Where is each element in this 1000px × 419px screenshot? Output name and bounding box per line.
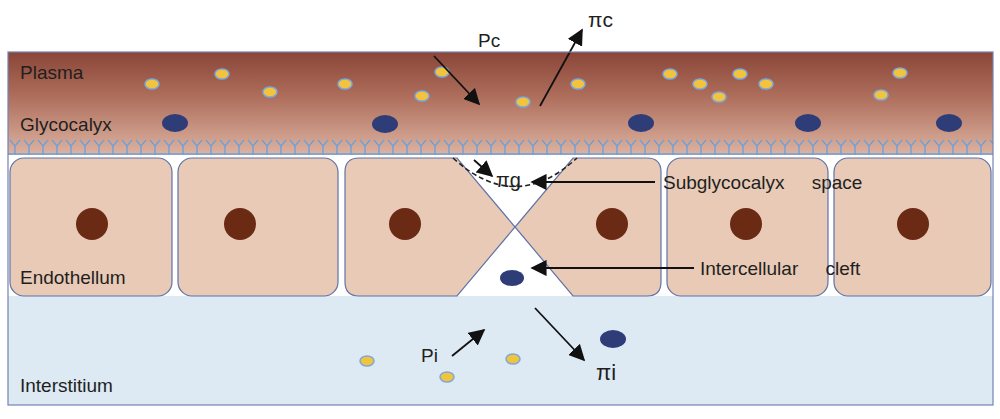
interstitium-band: Interstitium: [8, 296, 993, 405]
region-label: Endothellum: [20, 267, 126, 289]
callout-label: Subglycocalyx space: [663, 172, 862, 194]
layer-label: Glycocalyx: [20, 114, 112, 136]
region-label: Interstitium: [20, 375, 113, 397]
pressure-label: πg: [496, 169, 521, 192]
plasma-band: Plasma: [8, 52, 993, 155]
pressure-label: Pi: [421, 345, 438, 367]
pressure-label: Pc: [478, 30, 500, 52]
callout-label: Intercellular cleft: [700, 258, 860, 280]
pressure-label: πc: [588, 8, 613, 32]
pressure-label: πi: [596, 360, 616, 386]
region-label: Plasma: [20, 62, 83, 84]
frame: [8, 52, 993, 405]
